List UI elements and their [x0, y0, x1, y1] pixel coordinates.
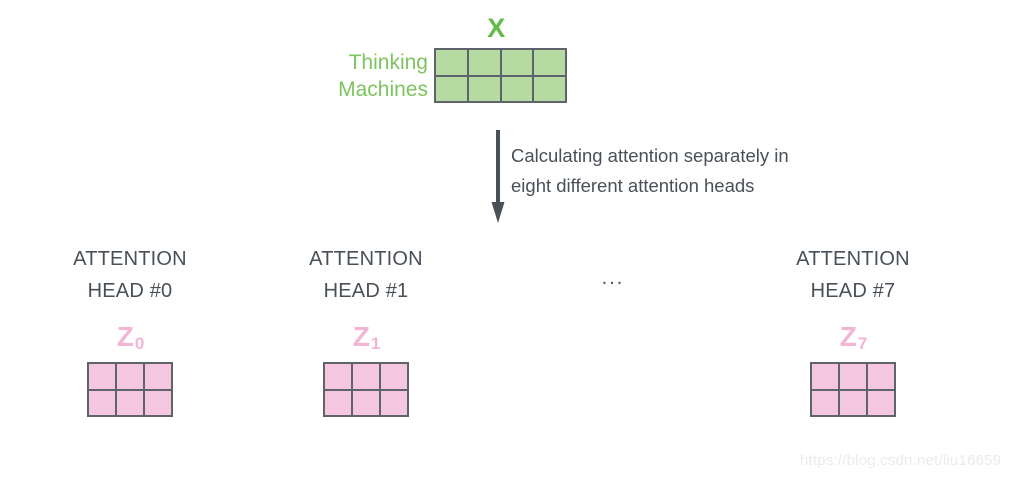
down-arrow-icon: [491, 130, 505, 223]
output-matrix-wrap: [20, 362, 240, 417]
attention-head-title-line: HEAD #7: [810, 280, 896, 302]
matrix-cell: [468, 50, 500, 75]
matrix-cell: [436, 50, 467, 75]
attention-head-7: ATTENTION HEAD #7 Z7: [743, 243, 963, 417]
input-matrix-row: Thinking Machines: [300, 48, 570, 103]
attention-head-title-line: ATTENTION: [73, 248, 187, 270]
matrix-cell: [812, 364, 838, 389]
attention-head-0: ATTENTION HEAD #0 Z0: [20, 243, 240, 417]
matrix-cell: [145, 364, 171, 389]
attention-head-title: ATTENTION HEAD #0: [20, 243, 240, 307]
matrix-cell: [117, 364, 143, 389]
attention-head-title-line: HEAD #1: [323, 280, 409, 302]
matrix-cell: [534, 50, 565, 75]
matrix-cell: [534, 76, 565, 101]
matrix-cell: [381, 390, 407, 415]
matrix-cell: [325, 390, 351, 415]
output-matrix-grid: [87, 362, 173, 417]
matrix-cell: [501, 76, 533, 101]
input-token: Machines: [338, 78, 428, 101]
output-matrix-label: Z1: [256, 322, 476, 354]
output-matrix-label-subscript: 1: [370, 334, 381, 353]
watermark: https://blog.csdn.net/liu16659: [800, 452, 1002, 469]
matrix-cell: [468, 76, 500, 101]
matrix-cell: [325, 364, 351, 389]
flow-caption-line: eight different attention heads: [511, 175, 755, 196]
output-matrix-label-subscript: 0: [134, 334, 145, 353]
matrix-cell: [812, 390, 838, 415]
output-matrix-grid: [323, 362, 409, 417]
matrix-cell: [868, 364, 894, 389]
matrix-cell: [868, 390, 894, 415]
attention-head-title-line: ATTENTION: [309, 248, 423, 270]
output-matrix-label-subscript: 7: [857, 334, 868, 353]
matrix-cell: [353, 390, 379, 415]
attention-head-title: ATTENTION HEAD #1: [256, 243, 476, 307]
input-matrix-label: X: [487, 13, 506, 43]
matrix-cell: [89, 364, 115, 389]
matrix-cell: [501, 50, 533, 75]
output-matrix-label: Z0: [20, 322, 240, 354]
attention-head-title: ATTENTION HEAD #7: [743, 243, 963, 307]
attention-head-title-line: HEAD #0: [87, 280, 173, 302]
output-matrix-wrap: [256, 362, 476, 417]
ellipsis-separator: ...: [601, 267, 625, 289]
attention-head-title-line: ATTENTION: [796, 248, 910, 270]
flow-caption-line: Calculating attention separately in: [511, 145, 789, 166]
input-matrix-block: X Thinking Machines: [300, 8, 570, 103]
output-matrix-label: Z7: [743, 322, 963, 354]
output-matrix-label-letter: Z: [839, 321, 857, 352]
matrix-cell: [840, 390, 866, 415]
matrix-cell: [840, 364, 866, 389]
output-matrix-wrap: [743, 362, 963, 417]
output-matrix-label-letter: Z: [352, 321, 370, 352]
matrix-cell: [145, 390, 171, 415]
matrix-cell: [117, 390, 143, 415]
matrix-cell: [353, 364, 379, 389]
matrix-cell: [89, 390, 115, 415]
flow-caption: Calculating attention separately in eigh…: [511, 141, 911, 201]
input-token: Thinking: [348, 51, 428, 74]
matrix-cell: [381, 364, 407, 389]
matrix-cell: [436, 76, 467, 101]
attention-head-1: ATTENTION HEAD #1 Z1: [256, 243, 476, 417]
output-matrix-grid: [810, 362, 896, 417]
input-matrix-grid: [434, 48, 567, 103]
output-matrix-label-letter: Z: [116, 321, 134, 352]
input-token-list: Thinking Machines: [300, 48, 434, 103]
